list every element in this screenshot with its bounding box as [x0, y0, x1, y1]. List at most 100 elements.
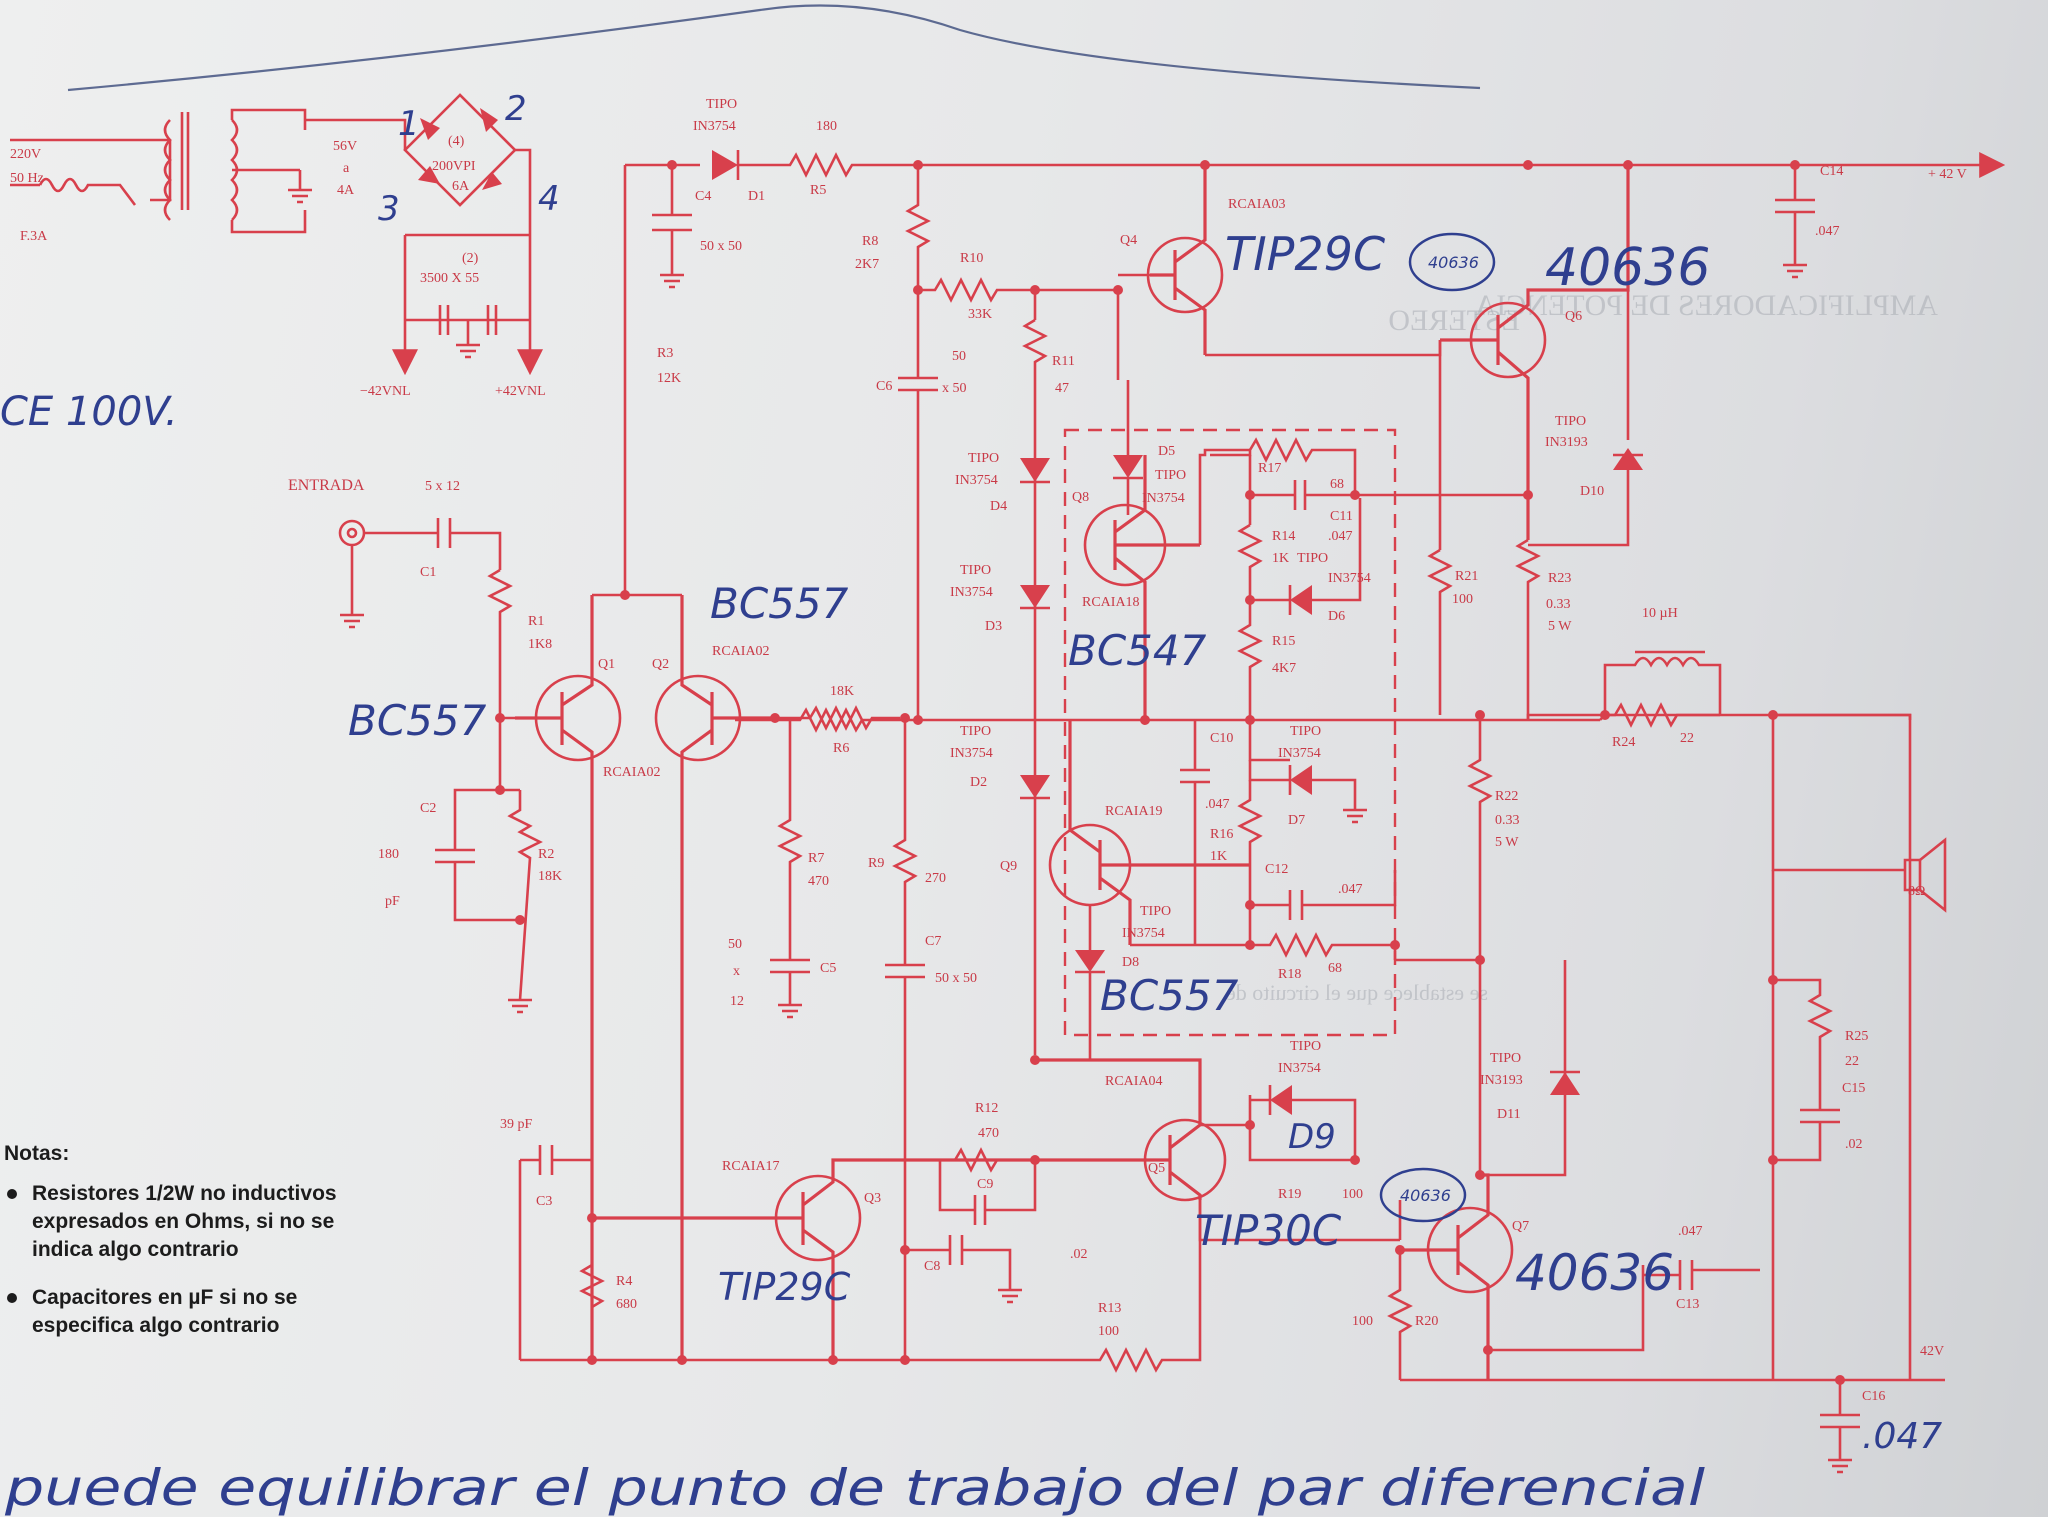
- label: RCAIA03: [1228, 197, 1286, 212]
- note-line: expresados en Ohms, si no se: [32, 1210, 334, 1233]
- label: 3500 X 55: [420, 271, 479, 286]
- label: C10: [1210, 731, 1233, 746]
- label: R13: [1098, 1301, 1121, 1316]
- label: 22: [1680, 731, 1694, 746]
- label: 5 W: [1495, 835, 1519, 850]
- label: Q7: [1512, 1219, 1529, 1234]
- label: 2K7: [855, 257, 879, 272]
- label: R14: [1272, 529, 1295, 544]
- label: TIPO: [960, 563, 991, 578]
- label: +42VNL: [495, 384, 546, 399]
- label: 50 x 50: [935, 971, 977, 986]
- handwritten-note: TIP29C: [718, 1265, 851, 1309]
- note-line: indica algo contrario: [32, 1238, 239, 1261]
- label: 47: [1055, 381, 1069, 396]
- pencil-curve: [67, 4, 1481, 92]
- handwritten-note: BC557: [1100, 971, 1239, 1020]
- label: R18: [1278, 967, 1301, 982]
- label: IN3754: [950, 585, 993, 600]
- label: R6: [833, 741, 849, 756]
- label: IN3754: [1142, 491, 1185, 506]
- label: 6A: [452, 179, 470, 194]
- label: RCAIA04: [1105, 1074, 1163, 1089]
- label: D7: [1288, 813, 1305, 828]
- label: Q8: [1072, 490, 1089, 505]
- label: 50 Hz: [10, 171, 44, 186]
- label: IN3193: [1480, 1073, 1523, 1088]
- label: IN3754: [950, 746, 993, 761]
- label: R20: [1415, 1314, 1438, 1329]
- label: C3: [536, 1194, 552, 1209]
- label: C13: [1676, 1297, 1699, 1312]
- label: C2: [420, 801, 436, 816]
- label: C4: [695, 189, 711, 204]
- note-line: Resistores 1/2W no inductivos: [32, 1182, 337, 1205]
- label: 1K: [1272, 551, 1289, 566]
- label: D4: [990, 499, 1007, 514]
- label: Q3: [864, 1191, 881, 1206]
- label: R25: [1845, 1029, 1868, 1044]
- handwritten-note: 40636: [1428, 253, 1479, 272]
- label: + 42 V: [1928, 167, 1967, 182]
- label: C9: [977, 1177, 993, 1192]
- label: R9: [868, 856, 884, 871]
- handwritten-note: TIP30C: [1195, 1206, 1342, 1255]
- label: 22: [1845, 1054, 1859, 1069]
- label: 470: [978, 1126, 999, 1141]
- label: 50: [952, 349, 966, 364]
- label: 5 W: [1548, 619, 1572, 634]
- handwritten-note: BC557: [710, 579, 849, 628]
- label: R23: [1548, 571, 1571, 586]
- label: 68: [1328, 961, 1342, 976]
- label: .02: [1845, 1137, 1863, 1152]
- note-line: especifica algo contrario: [32, 1314, 279, 1337]
- label: 200VPI: [432, 159, 476, 174]
- label: RCAIA17: [722, 1159, 780, 1174]
- label: IN3754: [1122, 926, 1165, 941]
- label: pF: [385, 894, 400, 909]
- label: IN3193: [1545, 435, 1588, 450]
- svg-text:ESTEREO: ESTEREO: [1388, 304, 1520, 337]
- handwritten-note: TIP29C: [1225, 227, 1385, 281]
- label: TIPO: [968, 451, 999, 466]
- label: C12: [1265, 862, 1288, 877]
- label: R7: [808, 851, 824, 866]
- label: D8: [1122, 955, 1139, 970]
- handwritten-note: 40636: [1400, 1186, 1451, 1205]
- label: 180: [378, 847, 399, 862]
- label: .047: [1328, 529, 1353, 544]
- notes-block: Notas: Resistores 1/2W no inductivos exp…: [4, 1142, 337, 1337]
- handwritten-note: 40636: [1515, 1244, 1674, 1302]
- label: .047: [1815, 224, 1840, 239]
- svg-text:AMPLIFICADORES DE POTENCIA: AMPLIFICADORES DE POTENCIA: [1474, 289, 1938, 322]
- label: x 50: [942, 381, 967, 396]
- label: Q1: [598, 657, 615, 672]
- label: 220V: [10, 147, 41, 162]
- label: RCAIA02: [603, 765, 661, 780]
- label: TIPO: [1140, 904, 1171, 919]
- label: IN3754: [1278, 1061, 1321, 1076]
- label: Q2: [652, 657, 669, 672]
- label: 0.33: [1495, 813, 1520, 828]
- label: 12: [730, 994, 744, 1009]
- label: RCAIA19: [1105, 804, 1163, 819]
- label: 39 pF: [500, 1117, 533, 1132]
- label: R22: [1495, 789, 1518, 804]
- label: C14: [1820, 164, 1843, 179]
- label: 4A: [337, 183, 355, 198]
- svg-text:se establece que el circuito d: se establece que el circuito de: [1226, 980, 1488, 1005]
- handwritten-note: BC557: [348, 696, 487, 745]
- label: TIPO: [960, 724, 991, 739]
- handwritten-note: 2: [505, 89, 527, 129]
- handwritten-note: 1: [398, 104, 420, 144]
- label: R24: [1612, 735, 1635, 750]
- handwritten-note: 3: [378, 189, 400, 229]
- label: 33K: [968, 307, 992, 322]
- label: D2: [970, 775, 987, 790]
- notes-title: Notas:: [4, 1142, 69, 1165]
- label: IN3754: [1328, 571, 1371, 586]
- label: 8Ω: [1908, 884, 1925, 899]
- label: R12: [975, 1101, 998, 1116]
